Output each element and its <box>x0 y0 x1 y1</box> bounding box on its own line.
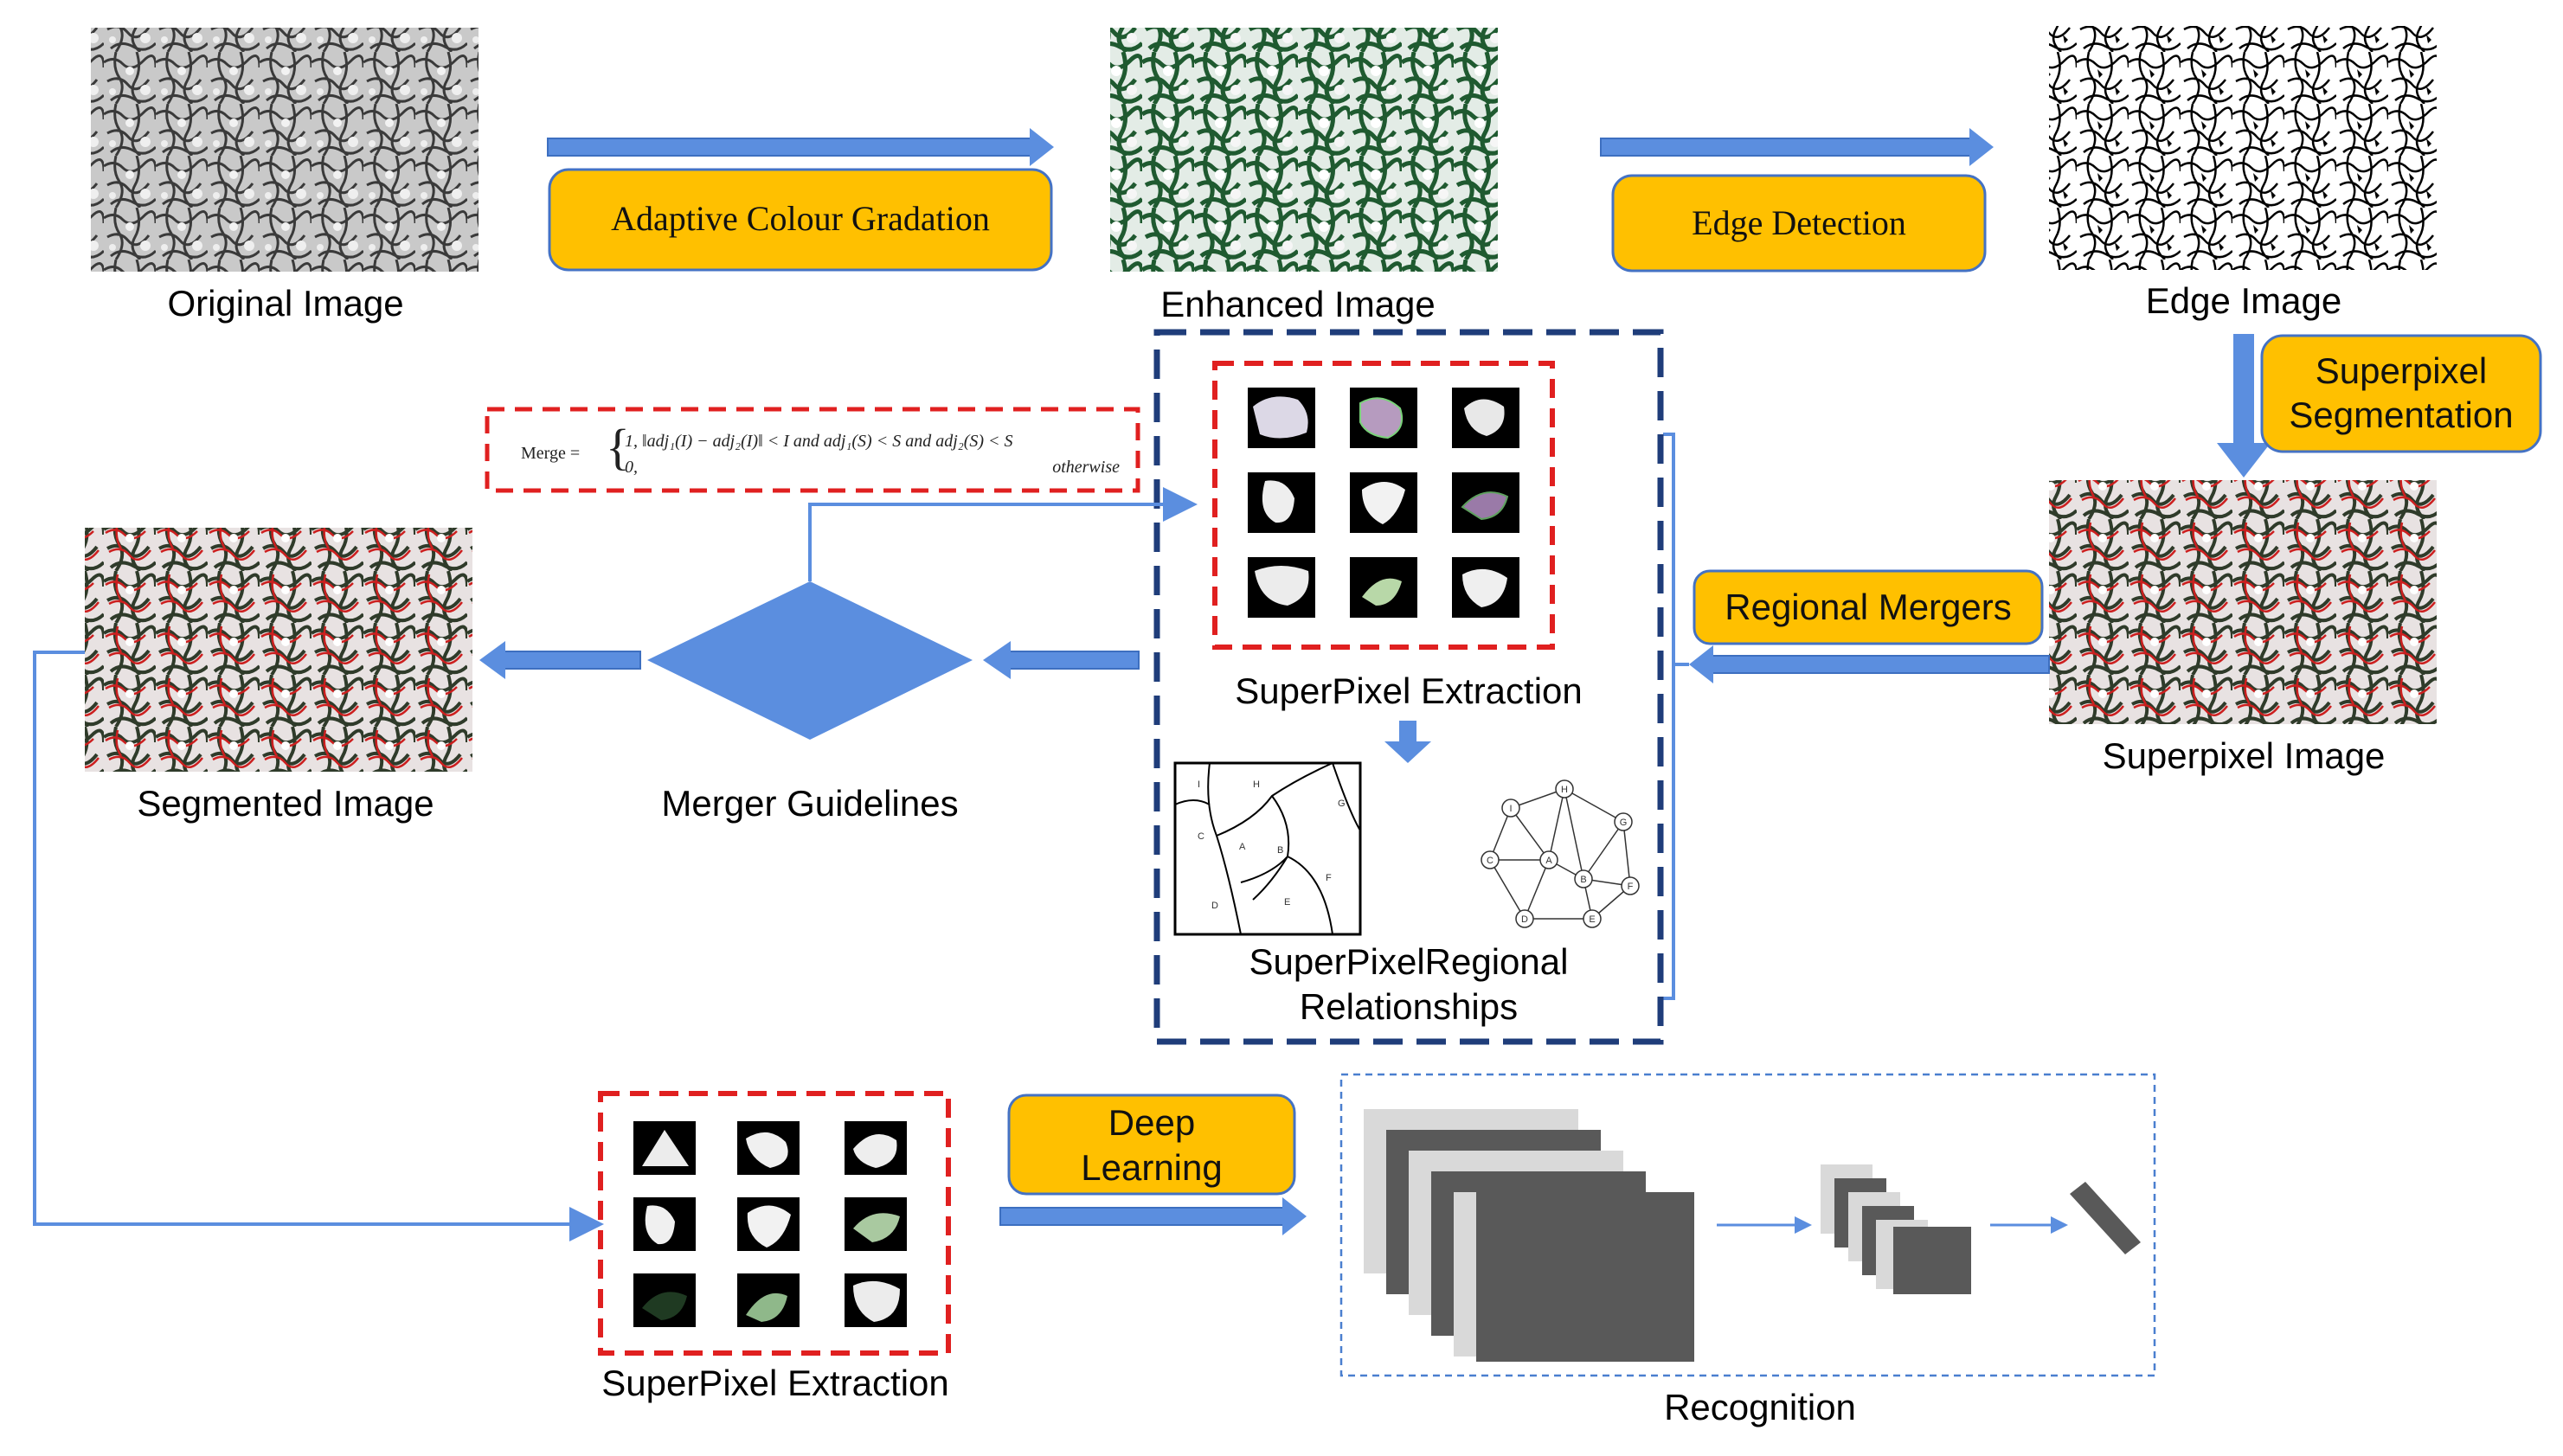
arrow-extraction-to-recognition <box>999 1197 1307 1235</box>
merge-formula-box <box>485 407 1140 493</box>
superpixel-thumbnails-mid <box>1248 388 1519 618</box>
edge-detection-pill <box>1611 174 1987 273</box>
arrow-extraction-to-regions <box>1384 721 1431 763</box>
region-letter: B <box>1277 845 1283 856</box>
recognition-caption: Recognition <box>1664 1387 1856 1427</box>
adaptive-colour-gradation-pill <box>548 168 1053 272</box>
edge-detection-label: Edge Detection <box>1692 203 1906 242</box>
superpixel-segmentation-pill <box>2260 334 2542 453</box>
region-letter: C <box>1198 831 1204 842</box>
deep-learning-pill <box>1007 1094 1296 1196</box>
adaptive-colour-gradation-label: Adaptive Colour Gradation <box>611 199 990 238</box>
brace-icon: { <box>606 419 630 475</box>
superpixel-grid-mid <box>1212 361 1555 650</box>
edge-image-caption: Edge Image <box>2146 280 2342 321</box>
region-letters: I H G C A B F D E <box>1198 779 1346 911</box>
regional-relationships-caption-1: SuperPixelRegional <box>1249 941 1569 982</box>
region-letter: G <box>1338 799 1346 809</box>
region-graph-figure <box>1489 788 1631 920</box>
arrow-superpixel-to-box <box>1689 645 2050 683</box>
region-letter: I <box>1198 779 1200 790</box>
regional-mergers-label: Regional Mergers <box>1725 587 2012 627</box>
graph-node-label: B <box>1580 875 1586 885</box>
connector-diamond-to-extraction <box>808 487 1198 581</box>
superpixel-thumbnails-bottom <box>633 1121 907 1327</box>
graph-node-label: H <box>1561 785 1568 795</box>
graph-node-label: E <box>1589 914 1595 925</box>
formula-case2: 0, <box>625 458 638 477</box>
graph-node-label: I <box>1509 804 1512 814</box>
region-letter: D <box>1211 901 1218 911</box>
recognition-box <box>1339 1073 2156 1377</box>
cnn-output-icon <box>2070 1182 2141 1254</box>
formula-lhs: Merge = <box>521 444 580 463</box>
superpixel-image-icon <box>2049 480 2437 724</box>
graph-node-label: D <box>1521 914 1528 925</box>
cnn-pooled-maps-icon <box>1821 1164 1971 1294</box>
cnn-feature-maps-icon <box>1364 1109 1694 1362</box>
regional-mergers-pill <box>1693 569 2044 645</box>
arrow-original-to-enhanced <box>547 128 1054 166</box>
superpixel-segmentation-label-2: Segmentation <box>2289 394 2513 435</box>
graph-node-label: A <box>1545 856 1552 866</box>
edge-image-icon <box>2049 26 2437 270</box>
graph-node-label: C <box>1487 856 1493 866</box>
connector-segmented-to-extraction <box>33 651 604 1241</box>
superpixel-extraction-bottom-caption: SuperPixel Extraction <box>601 1363 949 1403</box>
original-image-caption: Original Image <box>167 283 403 324</box>
arrow-box-to-diamond <box>983 641 1140 679</box>
region-letter: H <box>1253 779 1260 790</box>
merger-guidelines-caption: Merger Guidelines <box>661 783 958 824</box>
graph-node-label: G <box>1620 818 1628 828</box>
deep-learning-label-2: Learning <box>1081 1147 1222 1188</box>
graph-nodes: H I G C A B F D E <box>1481 779 1640 928</box>
region-letter: F <box>1326 873 1332 883</box>
segmented-image-caption: Segmented Image <box>137 783 434 824</box>
decision-diamond-icon <box>647 581 973 740</box>
graph-node-label: F <box>1628 882 1634 892</box>
segmented-image-icon <box>85 528 472 772</box>
enhanced-image-caption: Enhanced Image <box>1160 284 1436 324</box>
superpixel-extraction-mid-caption: SuperPixel Extraction <box>1235 670 1583 711</box>
superpixel-grid-bottom <box>598 1091 951 1356</box>
formula-otherwise: otherwise <box>1052 458 1120 477</box>
region-partition-figure <box>1173 761 1362 936</box>
region-letter: A <box>1239 842 1246 852</box>
arrow-cnn-2 <box>1990 1216 2068 1234</box>
arrow-cnn-1 <box>1717 1216 1812 1234</box>
arrow-diamond-to-segmented <box>479 641 641 679</box>
arrow-edge-to-superpixel <box>2217 334 2271 478</box>
enhanced-image-icon <box>1110 28 1498 272</box>
original-image-icon <box>91 28 479 272</box>
regional-relationships-caption-2: Relationships <box>1300 986 1518 1027</box>
formula-case1: 1, ‖adj₁(I) − adj₂(I)‖ < I and adj₁(S) <… <box>625 432 1013 451</box>
bracket <box>1663 433 1675 1000</box>
superpixel-segmentation-label-1: Superpixel <box>2316 350 2487 391</box>
deep-learning-label-1: Deep <box>1108 1102 1195 1143</box>
arrow-enhanced-to-edge <box>1600 128 1994 166</box>
region-letter: E <box>1284 897 1290 908</box>
superpixel-image-caption: Superpixel Image <box>2103 735 2386 776</box>
